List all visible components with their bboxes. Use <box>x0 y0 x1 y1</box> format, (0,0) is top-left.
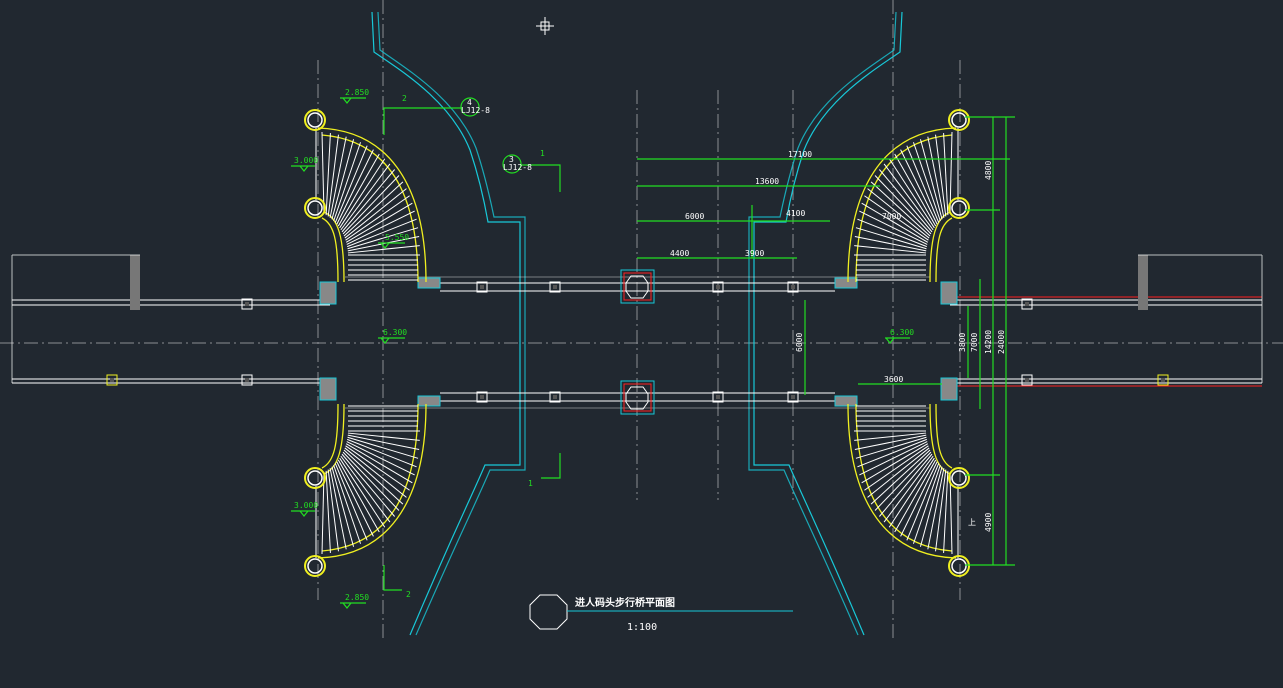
section-1-top: 1 <box>540 149 545 158</box>
callout-ref: LJ12-8 <box>461 106 490 115</box>
svg-text:2.850: 2.850 <box>345 593 369 602</box>
dim-6000: 6000 <box>685 212 704 221</box>
post <box>106 374 118 386</box>
dimension-lines <box>637 116 1015 566</box>
dim-14200: 14200 <box>984 330 993 354</box>
post <box>476 281 488 293</box>
section-marks: 2 1 1 2 4 LJ12-8 3 LJ12-8 <box>383 94 561 599</box>
dim-7000-vertical: 7000 <box>970 333 979 352</box>
dim-4900: 4900 <box>984 513 993 532</box>
dim-7000: 7000 <box>882 212 901 221</box>
post <box>1021 298 1033 310</box>
drawing-title: 进人码头步行桥平面图 <box>575 596 675 609</box>
dim-3800: 3800 <box>958 333 967 352</box>
dimension-texts: 17100 13600 6000 4100 7000 4400 3900 360… <box>670 150 1006 532</box>
svg-text:2.850: 2.850 <box>345 88 369 97</box>
post <box>1157 374 1169 386</box>
stair-top-left <box>304 109 427 283</box>
level-mark: 6.300 <box>378 328 407 344</box>
dim-6000-vertical: 6000 <box>795 333 804 352</box>
post <box>241 374 253 386</box>
crosshair-cursor-icon <box>536 17 554 35</box>
post <box>476 391 488 403</box>
dim-17100: 17100 <box>788 150 812 159</box>
drawing-title-block: 进人码头步行桥平面图 1:100 <box>529 594 793 633</box>
post <box>1021 374 1033 386</box>
axis-lines <box>0 0 1283 640</box>
stair-top-right <box>847 109 970 283</box>
section-1-bottom: 1 <box>528 479 533 488</box>
callout-number: 3 <box>509 155 514 164</box>
level-mark: 2.850 <box>340 88 369 104</box>
post <box>241 298 253 310</box>
river-bank-right <box>748 11 903 636</box>
dim-4100: 4100 <box>786 209 805 218</box>
post <box>549 281 561 293</box>
drawing-scale: 1:100 <box>627 622 657 633</box>
svg-text:6.300: 6.300 <box>890 328 914 337</box>
stair-bottom-right <box>847 403 970 577</box>
dim-24000: 24000 <box>997 330 1006 354</box>
level-mark: 3.000 <box>291 501 318 517</box>
central-column-top <box>620 269 655 304</box>
level-marks: 2.850 3.000 5.550 6.300 6.300 3.000 2.85… <box>291 88 914 609</box>
post <box>712 281 724 293</box>
post <box>787 391 799 403</box>
post <box>712 391 724 403</box>
callout-ref: LJ12-8 <box>503 163 532 172</box>
section-2-top: 2 <box>402 94 407 103</box>
level-mark: 3.000 <box>291 156 318 172</box>
section-2-bottom: 2 <box>406 590 411 599</box>
dim-4400: 4400 <box>670 249 689 258</box>
bridge-posts <box>106 281 1169 403</box>
callout-number: 4 <box>467 98 472 107</box>
level-mark: 2.850 <box>340 593 369 609</box>
svg-text:3.000: 3.000 <box>294 501 318 510</box>
level-mark: 5.550 <box>378 233 409 249</box>
stair-bottom-left <box>304 403 427 577</box>
dim-13600: 13600 <box>755 177 779 186</box>
title-octagon-icon <box>529 594 568 630</box>
svg-text:6.300: 6.300 <box>383 328 407 337</box>
dim-3900: 3900 <box>745 249 764 258</box>
svg-text:5.550: 5.550 <box>385 233 409 242</box>
level-mark: 6.300 <box>885 328 914 344</box>
svg-text:3.000: 3.000 <box>294 156 318 165</box>
dim-4800: 4800 <box>984 161 993 180</box>
post <box>787 281 799 293</box>
dim-3600: 3600 <box>884 375 903 384</box>
post <box>549 391 561 403</box>
stair-up-label: 上 <box>968 518 976 527</box>
bridge-deck <box>11 254 1263 409</box>
central-column-bottom <box>620 380 655 415</box>
river-bank-left <box>371 11 526 636</box>
